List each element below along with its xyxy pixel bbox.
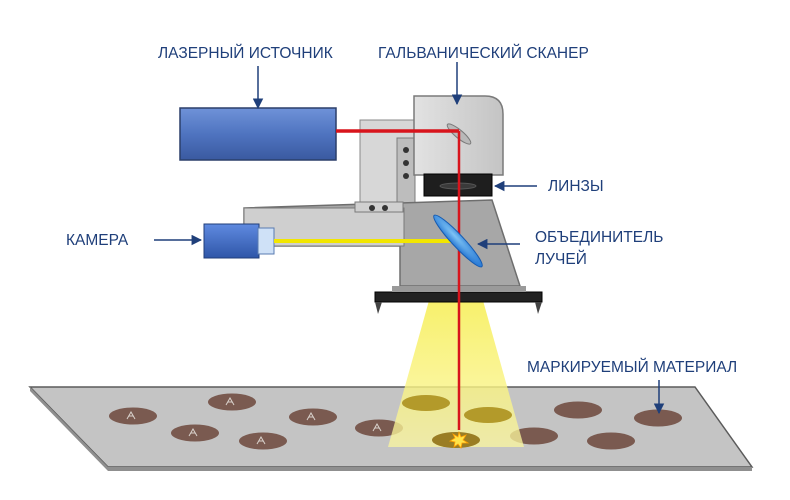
label-camera: КАМЕРА — [66, 232, 129, 249]
label-galvo-scanner: ГАЛЬВАНИЧЕСКИЙ СКАНЕР — [378, 44, 589, 62]
marking-glyph-icon — [188, 427, 198, 437]
label-marked-material: МАРКИРУЕМЫЙ МАТЕРИАЛ — [527, 358, 737, 376]
mark-spot — [634, 409, 682, 427]
marking-glyph-icon — [256, 435, 266, 445]
beam-combiner-mirror — [433, 214, 483, 268]
label-beam-combiner-line2: ЛУЧЕЙ — [535, 250, 587, 268]
marking-glyph-icon — [225, 396, 235, 406]
mark-spot-lit — [464, 407, 512, 423]
mark-spot — [554, 401, 602, 419]
mark-spot-lit — [402, 395, 450, 411]
marking-glyph-icon — [126, 410, 136, 420]
laser-source — [179, 107, 337, 161]
mark-spot — [587, 432, 635, 450]
spark-icon — [448, 430, 470, 449]
marking-glyph-icon — [306, 411, 316, 421]
beams — [274, 129, 461, 430]
marking-glyph-icon — [372, 422, 382, 432]
callout-arrows — [154, 62, 665, 415]
label-lenses: ЛИНЗЫ — [548, 178, 604, 195]
camera — [203, 223, 275, 259]
label-beam-combiner-line1: ОБЪЕДИНИТЕЛЬ — [535, 229, 663, 246]
marked-spots — [109, 393, 682, 450]
label-laser-source: ЛАЗЕРНЫЙ ИСТОЧНИК — [158, 44, 333, 62]
main-housing — [243, 199, 543, 314]
